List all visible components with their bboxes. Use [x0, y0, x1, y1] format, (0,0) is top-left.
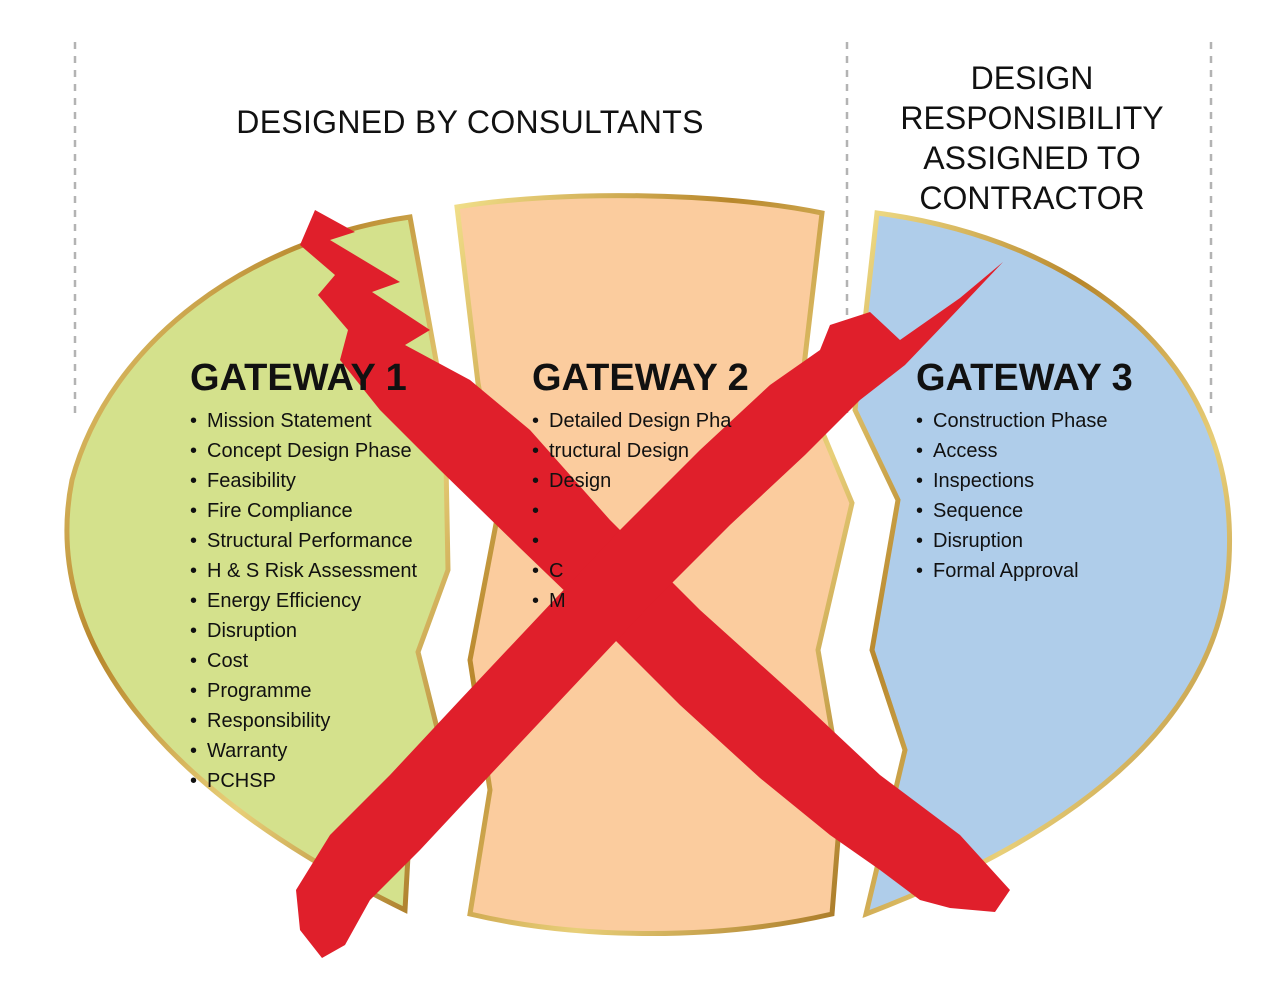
list-item: •M [532, 586, 749, 616]
list-item: • Mission Statement [190, 406, 417, 436]
list-item-label: Disruption [207, 620, 298, 642]
cross-stroke-up [296, 262, 1003, 958]
list-item: • Warranty [190, 736, 417, 766]
list-item-label: M [549, 590, 566, 612]
list-item: • tructural Design [532, 436, 749, 466]
list-item-label: Formal Approval [933, 560, 1079, 582]
bullet-icon: • [190, 500, 198, 522]
bullet-icon: • [916, 530, 924, 552]
list-item-label: PCHSP [207, 770, 276, 792]
bullet-icon: • [190, 740, 198, 762]
header-right-line: CONTRACTOR [919, 180, 1145, 216]
cross-stroke-down [300, 210, 1010, 912]
list-item: • H & S Risk Assessment [190, 556, 417, 586]
bullet-icon: • [916, 560, 924, 582]
list-item-label: Construction Phase [933, 410, 1108, 432]
list-item-label: Programme [207, 680, 312, 702]
bullet-icon: • [190, 440, 198, 462]
gateway-3-panel: GATEWAY 3 • Construction Phase • Access • Ins… [916, 357, 1133, 586]
list-item-label: Fire Compliance [207, 500, 353, 522]
bullet-icon: • [190, 680, 198, 702]
list-item: • Detailed Design Pha [532, 406, 749, 436]
header-contractor-responsibility: DESIGN RESPONSIBILITY ASSIGNED TO CONTRA… [860, 58, 1204, 218]
gateway-1-panel: GATEWAY 1 • Mission Statement • Concept Des… [190, 357, 417, 796]
list-item-label: tructural Design [549, 440, 690, 462]
bullet-icon: • [190, 650, 198, 672]
list-item: • Inspections [916, 466, 1133, 496]
gateway-3-list: • Construction Phase • Access • Inspections • S… [916, 406, 1133, 586]
header-right-line: RESPONSIBILITY [900, 100, 1164, 136]
gateway-2-title: GATEWAY 2 [532, 357, 749, 399]
bullet-icon: • [190, 410, 198, 432]
list-item: • Disruption [190, 616, 417, 646]
bullet-icon: • [190, 620, 198, 642]
list-item: • Structural Performance [190, 526, 417, 556]
list-item-label: Responsibility [207, 710, 331, 732]
bullet-icon: • [190, 710, 198, 732]
gateway-1-list: •Mission Statement•Concept Design Phase•… [190, 406, 417, 796]
list-item-label: Design [549, 470, 612, 492]
bullet-icon: • [190, 560, 198, 582]
list-item-label: Energy Efficiency [207, 590, 362, 612]
list-item: • Concept Design Phase [190, 436, 417, 466]
list-item: • Responsibility [190, 706, 417, 736]
list-item-label: Structural Performance [207, 530, 413, 552]
header-right-line: ASSIGNED TO [923, 140, 1141, 176]
gateway-2-panel: GATEWAY 2 • Detailed Design Pha • tructural… [532, 357, 749, 616]
list-item-label: Access [933, 440, 998, 462]
list-item: • Access [916, 436, 1133, 466]
list-item-label: Mission Statement [207, 410, 372, 432]
list-item: • [532, 526, 749, 556]
bullet-icon: • [532, 500, 540, 522]
bullet-icon: • [532, 560, 540, 582]
bullet-icon: • [532, 590, 540, 612]
header-right-line: DESIGN [970, 60, 1094, 96]
list-item: • Formal Approval [916, 556, 1133, 586]
gateway-2-list: • Detailed Design Pha • tructural Design • De… [532, 406, 749, 616]
bullet-icon: • [916, 410, 924, 432]
list-item-label: Detailed Design Pha [549, 410, 732, 432]
list-item-label: Cost [207, 650, 249, 672]
list-item: • Construction Phase [916, 406, 1133, 436]
bullet-icon: • [190, 590, 198, 612]
list-item-label: Concept Design Phase [207, 440, 412, 462]
bullet-icon: • [532, 410, 540, 432]
list-item-label: H & S Risk Assessment [207, 560, 418, 582]
list-item: • PCHSP [190, 766, 417, 796]
gateway-3-title: GATEWAY 3 [916, 357, 1133, 399]
list-item: •C [532, 556, 749, 586]
list-item: • Feasibility [190, 466, 417, 496]
red-x-cross-icon [296, 210, 1010, 958]
list-item-label: Disruption [933, 530, 1024, 552]
bullet-icon: • [190, 470, 198, 492]
bullet-icon: • [916, 440, 924, 462]
bullet-icon: • [190, 770, 198, 792]
bullet-icon: • [916, 470, 924, 492]
gateway-1-title: GATEWAY 1 [190, 357, 407, 399]
list-item-label: Warranty [207, 740, 288, 762]
list-item-label: C [549, 560, 564, 582]
list-item: • Fire Compliance [190, 496, 417, 526]
list-item: • Design [532, 466, 749, 496]
bullet-icon: • [532, 530, 540, 552]
list-item-label: Inspections [933, 470, 1035, 492]
bullet-icon: • [190, 530, 198, 552]
list-item: • [532, 496, 749, 526]
bullet-icon: • [916, 500, 924, 522]
list-item: • Disruption [916, 526, 1133, 556]
list-item: • Programme [190, 676, 417, 706]
list-item: • Cost [190, 646, 417, 676]
header-designed-by-consultants: DESIGNED BY CONSULTANTS [236, 104, 704, 140]
list-item: • Sequence [916, 496, 1133, 526]
list-item: • Energy Efficiency [190, 586, 417, 616]
bullet-icon: • [532, 440, 540, 462]
bullet-icon: • [532, 470, 540, 492]
list-item-label: Sequence [933, 500, 1024, 522]
list-item-label: Feasibility [207, 470, 296, 492]
